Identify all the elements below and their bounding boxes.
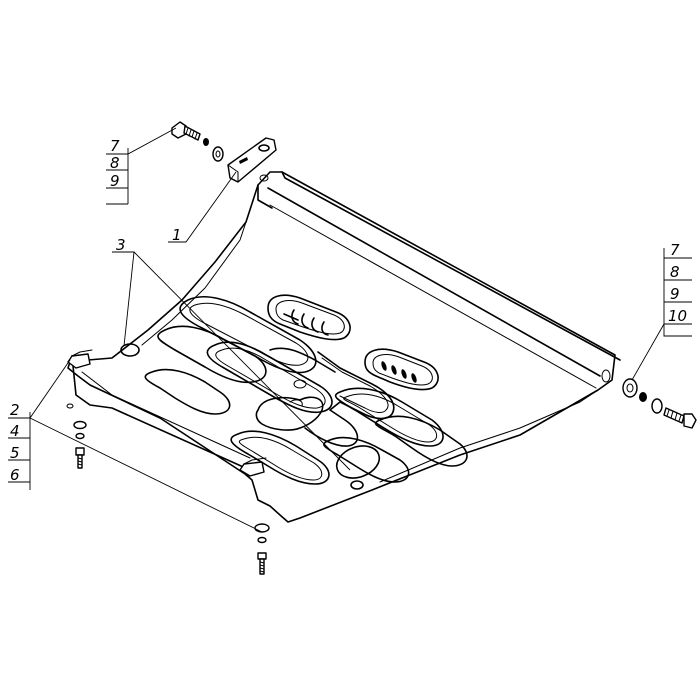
fastener-group-right <box>622 378 697 429</box>
vent-slot-right <box>364 348 439 391</box>
callout-top-left-8: 8 <box>110 154 120 172</box>
clip-center <box>239 457 267 477</box>
callout-top-left-9: 9 <box>110 172 120 190</box>
fastener-group-top-left <box>171 121 224 162</box>
drain-hole-small <box>335 445 381 479</box>
skid-plate <box>67 171 621 523</box>
callout-right-8: 8 <box>670 263 680 281</box>
callout-labels: 7 8 9 1 3 7 8 9 10 2 4 5 6 <box>10 137 687 484</box>
callout-left-6: 6 <box>10 466 20 484</box>
callout-top-left-7: 7 <box>110 137 120 155</box>
callout-part-3: 3 <box>116 236 126 254</box>
callout-right-10: 10 <box>668 307 687 325</box>
callout-left-5: 5 <box>10 444 20 462</box>
callout-right-7: 7 <box>670 241 680 259</box>
callout-right-9: 9 <box>670 285 680 303</box>
leader-lines <box>8 127 692 533</box>
fastener-group-left <box>73 420 87 469</box>
callout-left-2: 2 <box>10 401 20 419</box>
callout-part-1: 1 <box>172 226 182 244</box>
vent-slot-left <box>267 294 351 341</box>
bracket-1 <box>227 137 277 183</box>
clip-left <box>67 349 93 369</box>
callout-left-4: 4 <box>10 422 20 440</box>
plate-ribs <box>144 296 468 485</box>
mount-holes <box>66 174 611 490</box>
drain-hole-large <box>255 396 324 431</box>
